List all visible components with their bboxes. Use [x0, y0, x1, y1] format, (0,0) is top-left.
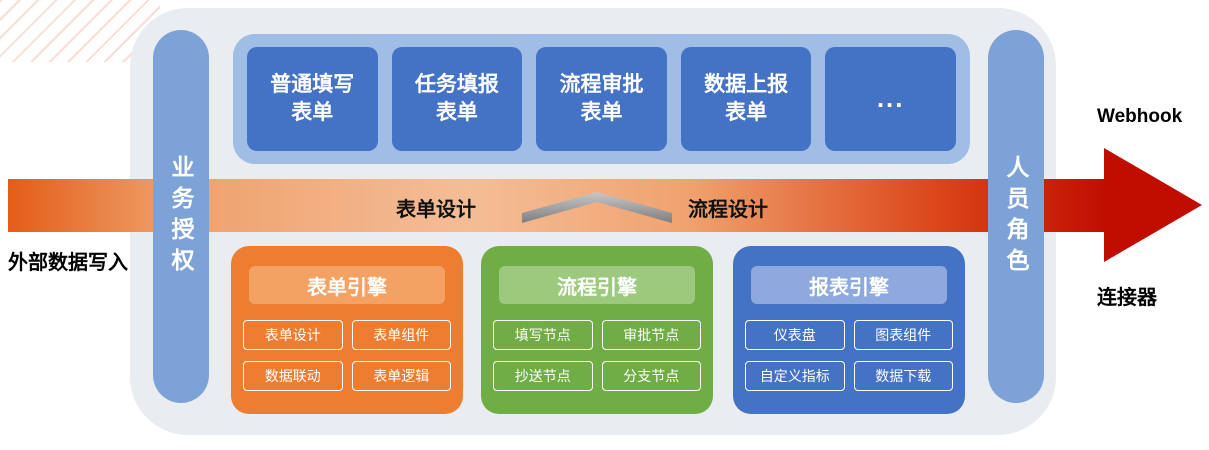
engine-item: 表单逻辑	[351, 361, 451, 391]
form-types-group: 普通填写表单 任务填报表单 流程审批表单 数据上报表单 ...	[233, 34, 970, 164]
form-type-card: 普通填写表单	[247, 47, 378, 151]
form-type-card-more: ...	[825, 47, 956, 151]
engine-item: 数据联动	[243, 361, 343, 391]
form-type-card: 任务填报表单	[391, 47, 523, 151]
engine-items: 表单设计 表单组件 数据联动 表单逻辑	[243, 320, 451, 391]
connector-label: 连接器	[1097, 287, 1157, 309]
form-type-label: 数据上报表单	[704, 72, 789, 124]
engine-item: 自定义指标	[745, 361, 845, 391]
flow-design-label: 流程设计	[688, 199, 768, 221]
engine-form: 表单引擎 表单设计 表单组件 数据联动 表单逻辑	[231, 246, 463, 414]
engine-item: 填写节点	[493, 320, 593, 350]
engine-item: 数据下载	[853, 361, 953, 391]
engine-item: 抄送节点	[493, 361, 593, 391]
engine-item: 表单组件	[351, 320, 451, 350]
form-type-card: 流程审批表单	[536, 47, 667, 151]
form-design-label: 表单设计	[396, 199, 476, 221]
engine-items: 仪表盘 图表组件 自定义指标 数据下载	[745, 320, 953, 391]
chevron-up-icon	[522, 192, 672, 223]
engine-title: 报表引擎	[751, 266, 947, 304]
form-type-label: 普通填写表单	[270, 72, 355, 124]
engine-flow: 流程引擎 填写节点 审批节点 抄送节点 分支节点	[481, 246, 713, 414]
personnel-role-pillar: 人员角色	[988, 30, 1044, 403]
form-type-label: ...	[876, 83, 905, 114]
engine-item: 审批节点	[601, 320, 701, 350]
external-data-label: 外部数据写入	[8, 252, 128, 274]
form-type-label: 任务填报表单	[414, 72, 499, 124]
engine-title: 表单引擎	[249, 266, 445, 304]
engine-item: 图表组件	[853, 320, 953, 350]
engine-item: 表单设计	[243, 320, 343, 350]
form-type-card: 数据上报表单	[680, 47, 812, 151]
form-type-label: 流程审批表单	[559, 72, 644, 124]
engine-item: 分支节点	[601, 361, 701, 391]
engine-items: 填写节点 审批节点 抄送节点 分支节点	[493, 320, 701, 391]
engine-item: 仪表盘	[745, 320, 845, 350]
webhook-label: Webhook	[1097, 106, 1183, 127]
engine-report: 报表引擎 仪表盘 图表组件 自定义指标 数据下载	[733, 246, 965, 414]
engine-title: 流程引擎	[499, 266, 695, 304]
business-auth-pillar: 业务授权	[153, 30, 209, 403]
flow-arrow-head-icon	[1104, 148, 1202, 262]
